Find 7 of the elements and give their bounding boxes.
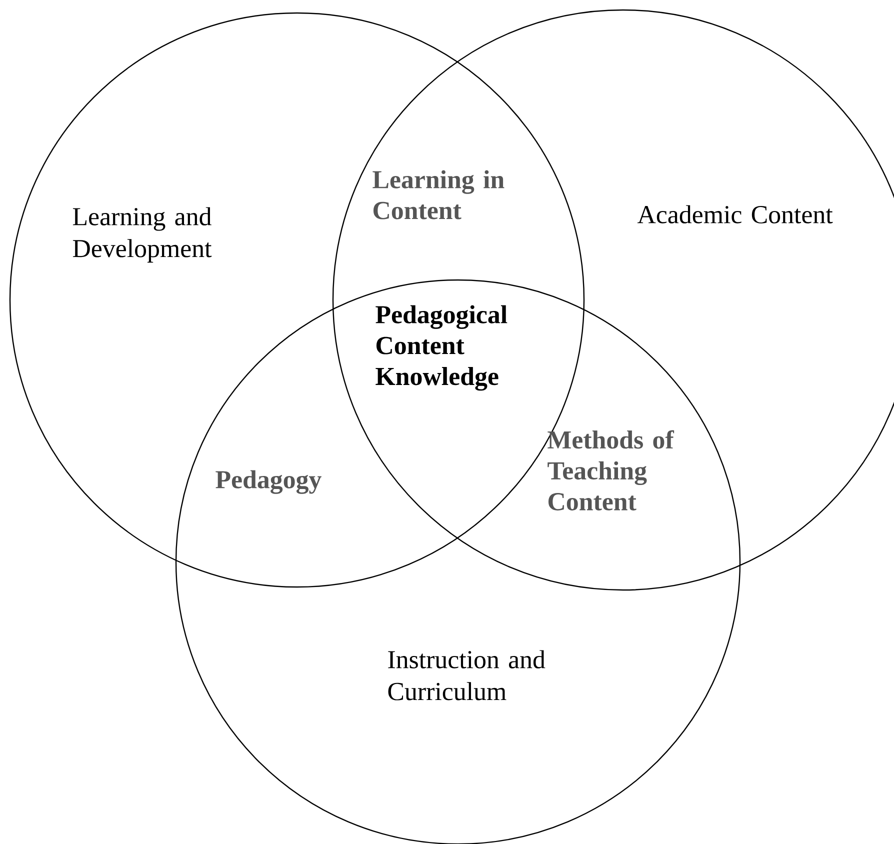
overlap-label: Pedagogy	[216, 470, 322, 494]
overlap-label: Methods of Teaching Content	[548, 430, 674, 510]
circle-label: Learning and Development	[72, 207, 212, 263]
overlap-label: Learning in Content	[372, 170, 504, 220]
circle-label: Academic Content	[637, 205, 833, 224]
circle-label: Instruction and Curriculum	[388, 650, 546, 700]
overlap-label: Pedagogical Content Knowledge	[376, 305, 508, 391]
